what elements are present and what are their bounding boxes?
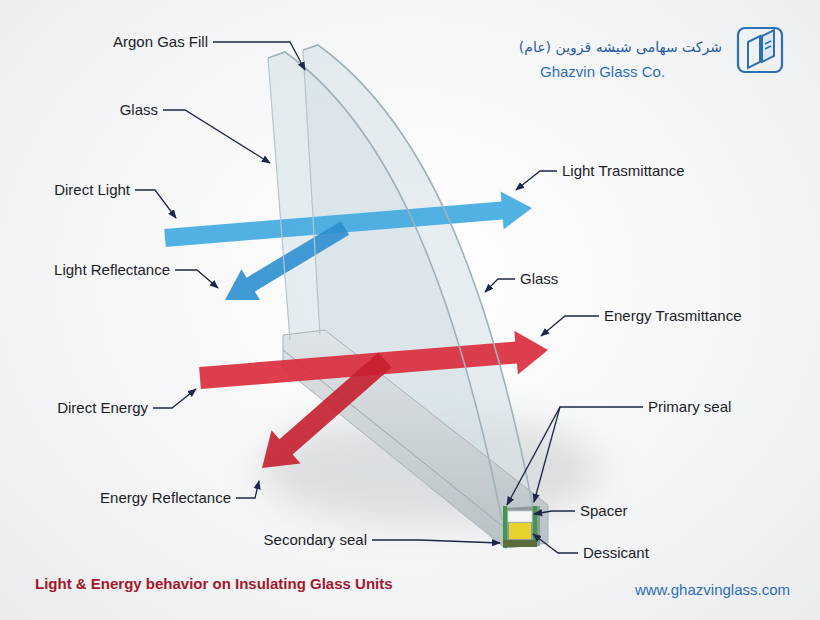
glass-edge bbox=[268, 52, 502, 520]
glass-edge bbox=[303, 50, 320, 335]
website: www.ghazvinglass.com bbox=[635, 581, 790, 599]
logo-pane bbox=[748, 36, 760, 68]
light-arrow bbox=[164, 192, 532, 247]
part-label: Light Trasmittance bbox=[562, 162, 685, 180]
glass-edge bbox=[303, 45, 535, 518]
logo-stripe bbox=[765, 46, 771, 49]
part-label: Secondary seal bbox=[264, 531, 367, 549]
logo-frame bbox=[738, 28, 782, 72]
leader-line bbox=[485, 279, 515, 292]
diagram-title: Light & Energy behavior on Insulating Gl… bbox=[35, 575, 393, 593]
seal-section bbox=[503, 506, 540, 548]
part-label: Light Reflectance bbox=[54, 261, 170, 279]
leader-line bbox=[541, 316, 599, 336]
part-label: Energy Reflectance bbox=[100, 489, 231, 507]
part-label: Dessicant bbox=[583, 544, 649, 562]
leader-line bbox=[533, 534, 578, 553]
glass-edge bbox=[268, 58, 290, 340]
leader-line bbox=[372, 540, 500, 543]
leader-line bbox=[175, 270, 218, 288]
leader-line bbox=[236, 481, 259, 498]
energy-reflection-arrow bbox=[262, 352, 392, 468]
part-label: Glass bbox=[520, 270, 558, 288]
spacer bbox=[508, 511, 532, 522]
leader-line bbox=[516, 171, 557, 190]
leader-line bbox=[153, 389, 196, 408]
company-name: شرکت سهامی شیشه قزوین (عام) bbox=[519, 39, 722, 56]
company-name: Ghazvin Glass Co. bbox=[540, 63, 665, 81]
leader-line bbox=[213, 42, 305, 70]
leader-line bbox=[534, 407, 560, 502]
logo-stripe bbox=[765, 41, 771, 44]
leader-line bbox=[163, 110, 270, 163]
part-label: Energy Trasmittance bbox=[604, 307, 742, 325]
logo bbox=[738, 28, 782, 72]
dessicant bbox=[509, 523, 531, 539]
part-label: Primary seal bbox=[648, 398, 731, 416]
secondary-seal bbox=[503, 540, 537, 547]
part-label: Spacer bbox=[580, 502, 628, 520]
part-label: Direct Energy bbox=[57, 399, 148, 417]
part-label: Glass bbox=[120, 101, 158, 119]
leader-line bbox=[534, 511, 575, 514]
logo-pane bbox=[762, 30, 774, 62]
part-label: Direct Light bbox=[54, 181, 130, 199]
leader-line bbox=[135, 190, 176, 218]
light-reflection-arrow bbox=[225, 221, 349, 300]
leader-line bbox=[507, 407, 643, 505]
part-label: Argon Gas Fill bbox=[113, 33, 208, 51]
